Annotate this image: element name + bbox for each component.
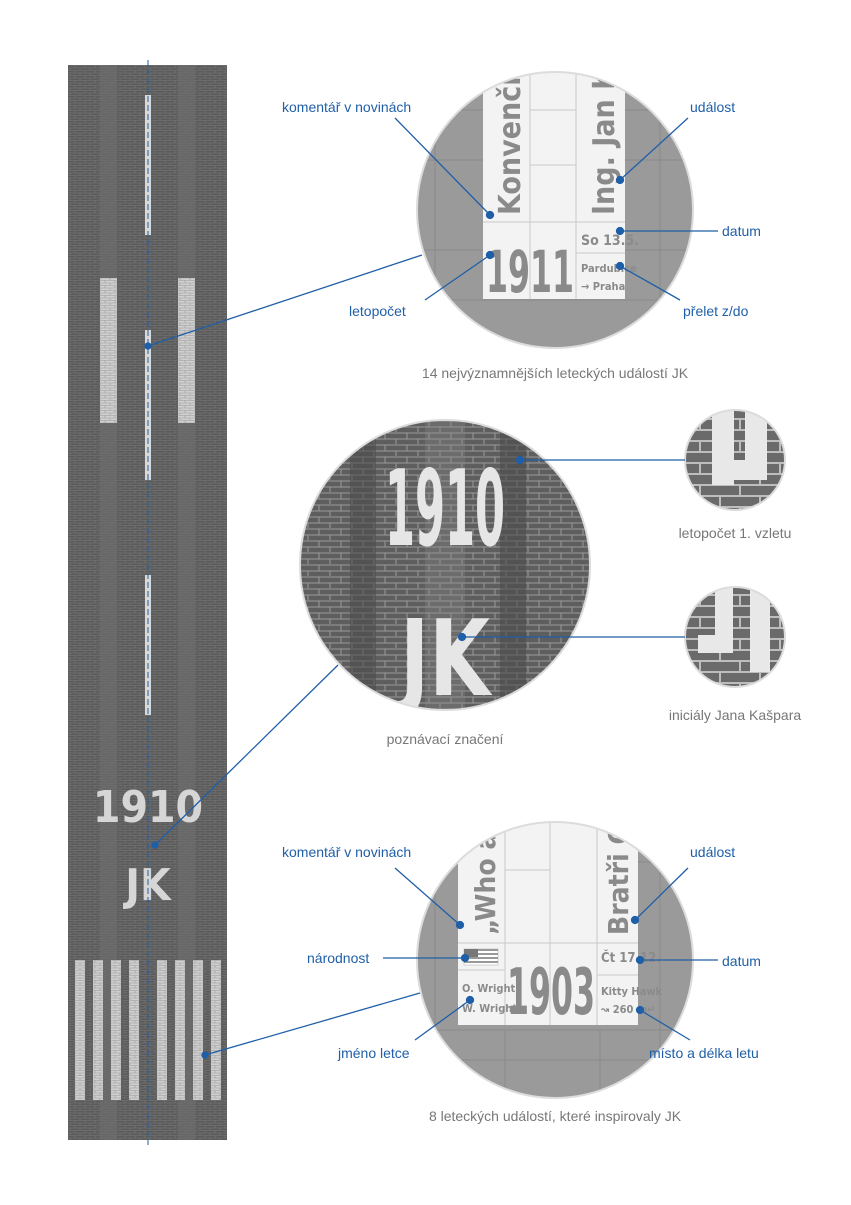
middle-caption: poznávací značení xyxy=(387,731,504,747)
bottom-date: Čt 17.12. xyxy=(601,950,661,966)
top-date: So 13.5. xyxy=(581,233,639,249)
bottom-label-place: místo a délka letu xyxy=(649,1045,759,1061)
top-caption: 14 nejvýznamnějších leteckých událostí J… xyxy=(422,365,689,381)
middle-detail-circle: 1910 JK xyxy=(299,419,591,720)
top-detail-circle: Konvenční chlad.“ Ing. Jan Kašpar 1911 S… xyxy=(416,0,694,349)
top-label-comment: komentář v novinách xyxy=(282,99,411,115)
top-label-year: letopočet xyxy=(349,303,406,319)
top-label-event: událost xyxy=(690,99,735,115)
us-flag-icon xyxy=(463,948,499,966)
bottom-label-date: datum xyxy=(722,953,761,969)
runway-connectors xyxy=(144,254,423,1059)
top-comment-text: Konvenční chlad.“ xyxy=(493,0,528,215)
bottom-pilot-1: O. Wright xyxy=(462,982,516,995)
threshold-stripes xyxy=(75,960,221,1100)
bottom-caption: 8 leteckých událostí, které inspirovaly … xyxy=(429,1108,682,1124)
touchdown-marking-right xyxy=(178,278,195,423)
bottom-label-nationality: národnost xyxy=(307,950,369,966)
middle-callout-lines xyxy=(457,455,685,642)
touchdown-marking-left xyxy=(100,278,117,423)
top-label-date: datum xyxy=(722,223,761,239)
top-label-flight: přelet z/do xyxy=(683,303,749,319)
runway-initials: JK xyxy=(122,860,172,911)
middle-year: 1910 xyxy=(385,448,505,570)
bottom-pilot-2: W. Wright xyxy=(462,1002,517,1015)
small-initials-caption: iniciály Jana Kašpara xyxy=(669,707,802,723)
top-event-text: Ing. Jan Kašpar xyxy=(587,0,622,215)
top-callout-lines xyxy=(394,117,718,301)
small-circle-initials xyxy=(684,586,786,688)
small-year-caption: letopočet 1. vzletu xyxy=(679,525,792,541)
bottom-label-comment: komentář v novinách xyxy=(282,844,411,860)
top-route-to: → Praha xyxy=(581,280,625,293)
bottom-callout-lines xyxy=(383,867,718,1041)
runway: 1910 JK xyxy=(68,60,227,1145)
small-circle-year xyxy=(684,409,786,511)
bottom-label-pilot: jméno letce xyxy=(337,1045,410,1061)
top-year: 1911 xyxy=(486,238,574,306)
bottom-year: 1903 xyxy=(507,956,595,1030)
top-route-from: Pardubice xyxy=(581,262,637,275)
middle-initials: JK xyxy=(395,598,493,720)
bottom-place: Kitty Hawk xyxy=(601,985,663,998)
bottom-label-event: událost xyxy=(690,844,735,860)
